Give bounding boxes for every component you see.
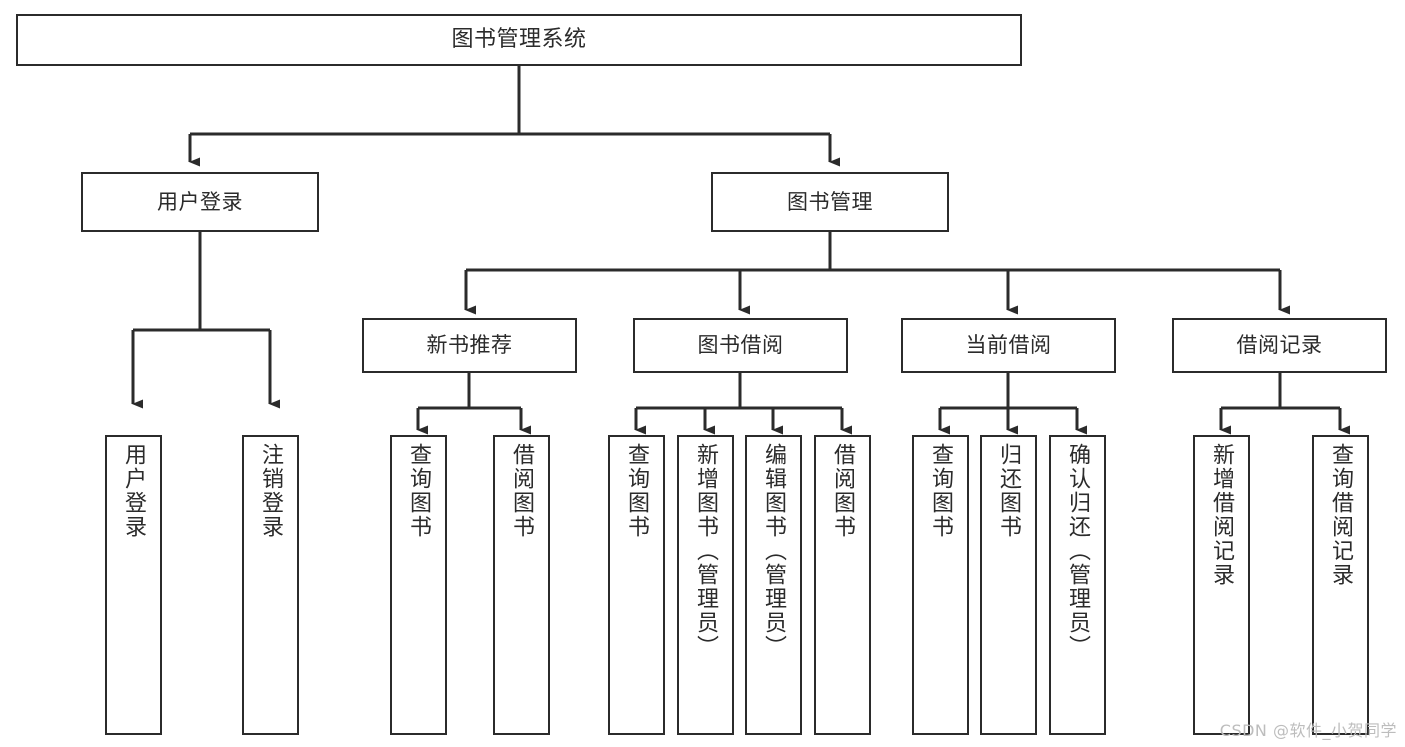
node-borrow-record[interactable]: 借阅记录 (1172, 318, 1387, 373)
leaf-borrow-record-0[interactable]: 新增借阅记录 (1193, 435, 1250, 735)
node-book-borrow[interactable]: 图书借阅 (633, 318, 848, 373)
node-new-book-recommend[interactable]: 新书推荐 (362, 318, 577, 373)
leaf-current-borrow-1[interactable]: 归还图书 (980, 435, 1037, 735)
node-label: 当前借阅 (965, 333, 1052, 357)
node-label: 新增借阅记录 (1209, 443, 1235, 587)
node-label: 借阅图书 (509, 443, 535, 539)
leaf-user-login-0[interactable]: 用户登录 (105, 435, 162, 735)
node-label: 借阅记录 (1236, 333, 1323, 357)
node-label: 查询借阅记录 (1328, 443, 1354, 587)
leaf-book-borrow-1[interactable]: 新增图书（管理员） (677, 435, 734, 735)
leaf-book-borrow-2[interactable]: 编辑图书（管理员） (745, 435, 802, 735)
leaf-user-login-1[interactable]: 注销登录 (242, 435, 299, 735)
csdn-watermark: CSDN @软件_小贺同学 (1219, 721, 1397, 740)
leaf-current-borrow-0[interactable]: 查询图书 (912, 435, 969, 735)
node-label: 图书管理系统 (451, 27, 587, 52)
node-label: 注销登录 (258, 443, 284, 539)
node-user-login[interactable]: 用户登录 (81, 172, 319, 232)
node-label: 新书推荐 (426, 333, 513, 357)
node-label: 用户登录 (157, 189, 243, 214)
leaf-new-book-0[interactable]: 查询图书 (390, 435, 447, 735)
node-label: 查询图书 (624, 443, 650, 539)
node-label: 查询图书 (928, 443, 954, 539)
leaf-borrow-record-1[interactable]: 查询借阅记录 (1312, 435, 1369, 735)
leaf-book-borrow-0[interactable]: 查询图书 (608, 435, 665, 735)
node-root-book-management-system[interactable]: 图书管理系统 (16, 14, 1022, 66)
leaf-new-book-1[interactable]: 借阅图书 (493, 435, 550, 735)
node-label: 确认归还（管理员） (1065, 443, 1091, 659)
node-label: 查询图书 (406, 443, 432, 539)
node-book-management[interactable]: 图书管理 (711, 172, 949, 232)
node-label: 新增图书（管理员） (693, 443, 719, 659)
node-current-borrow[interactable]: 当前借阅 (901, 318, 1116, 373)
leaf-current-borrow-2[interactable]: 确认归还（管理员） (1049, 435, 1106, 735)
node-label: 用户登录 (121, 443, 147, 539)
node-label: 图书借阅 (697, 333, 784, 357)
node-label: 借阅图书 (830, 443, 856, 539)
node-label: 归还图书 (996, 443, 1022, 539)
node-label: 图书管理 (787, 189, 873, 214)
node-label: 编辑图书（管理员） (761, 443, 787, 659)
leaf-book-borrow-3[interactable]: 借阅图书 (814, 435, 871, 735)
